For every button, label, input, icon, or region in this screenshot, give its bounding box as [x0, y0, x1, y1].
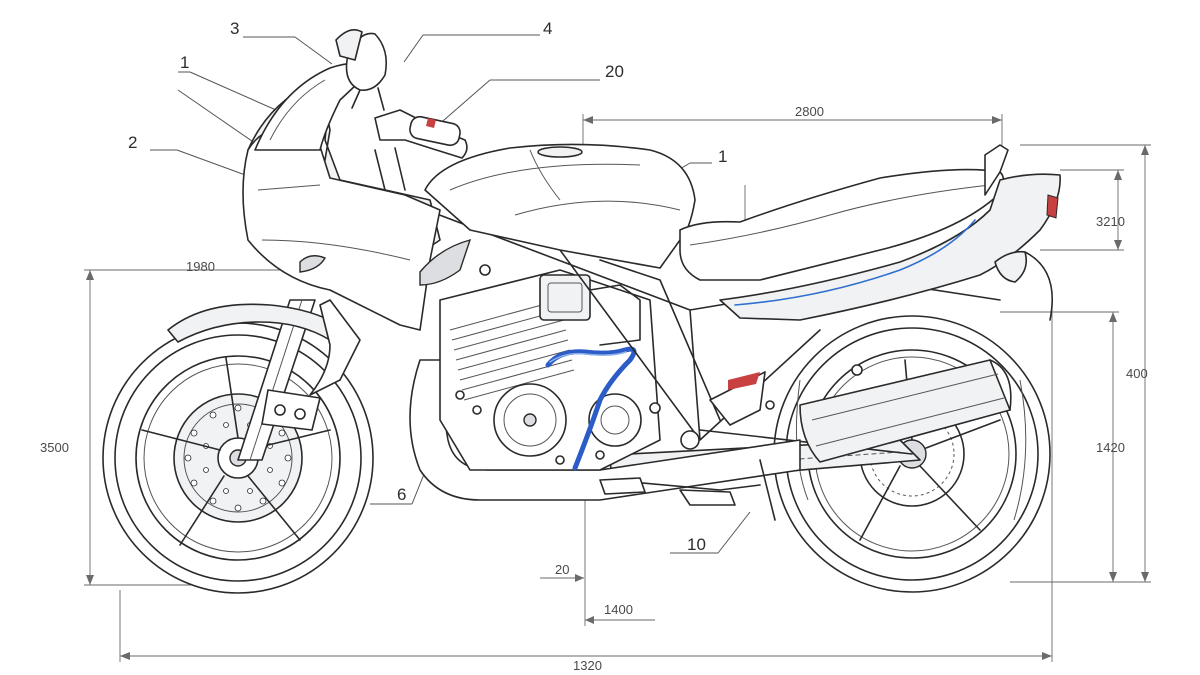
dim-rear-axle-height: 1420: [1096, 440, 1125, 455]
callout-4: 4: [543, 19, 552, 38]
dim-rear-height: 400: [1126, 366, 1148, 381]
callout-20-handlebar: 20: [605, 62, 624, 81]
dim-seat-length: 2800: [795, 104, 824, 119]
engine: [439, 264, 661, 471]
dim-ground-small: 20: [555, 562, 569, 577]
callout-1-tank: 1: [718, 147, 727, 166]
callout-2: 2: [128, 133, 137, 152]
dim-overall-length: 1320: [573, 658, 602, 673]
dim-wheelbase-partial: 1400: [604, 602, 633, 617]
callout-1-windscreen: 1: [180, 53, 189, 72]
fairing: [242, 29, 472, 331]
front-fork: [167, 299, 361, 461]
callout-10: 10: [687, 535, 706, 554]
callout-6: 6: [397, 485, 406, 504]
dimension-lines: [84, 114, 1151, 662]
handlebar: [374, 109, 468, 191]
callout-3: 3: [230, 19, 239, 38]
dim-front-height: 1980: [186, 259, 215, 274]
fuel-tank: [424, 143, 696, 269]
footpeg-and-stand: [599, 459, 776, 521]
dim-seat-height: 3210: [1096, 214, 1125, 229]
dim-left-height: 3500: [40, 440, 69, 455]
frame: [399, 199, 1001, 450]
tail-section: [719, 144, 1061, 321]
